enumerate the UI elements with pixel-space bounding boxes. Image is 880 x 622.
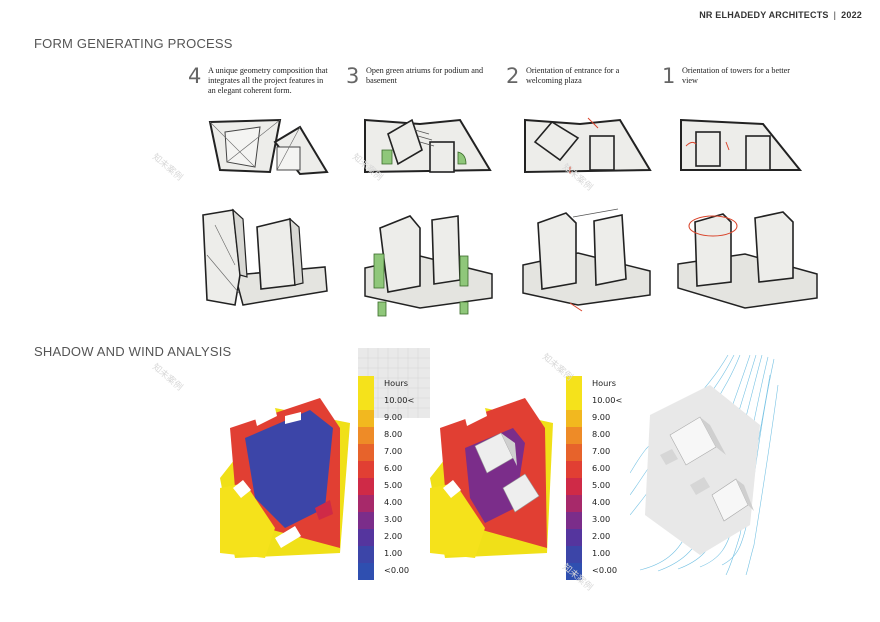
- massing-diagram-step-2: [522, 208, 651, 312]
- legend-swatch: [358, 427, 374, 444]
- massing-diagram-step-1: [677, 211, 818, 309]
- legend-swatch: [358, 393, 374, 410]
- legend-swatch: [358, 495, 374, 512]
- legend-swatch: [358, 478, 374, 495]
- watermark: 知未案例: [150, 152, 185, 184]
- watermark: 知未案例: [540, 352, 575, 384]
- legend-swatch: [358, 546, 374, 563]
- legend-label: 4.00: [384, 497, 403, 507]
- legend-label: 2.00: [592, 531, 611, 541]
- step-number: 1: [662, 64, 676, 88]
- step-text: Orientation of towers for a better view: [682, 66, 790, 85]
- legend-color-bar: [566, 376, 582, 580]
- legend-swatch: [358, 563, 374, 580]
- legend-label: 4.00: [592, 497, 611, 507]
- legend-swatch: [566, 563, 582, 580]
- step-text: Open green atriums for podium and baseme…: [366, 66, 484, 85]
- legend-label: 1.00: [384, 548, 403, 558]
- legend-swatch: [566, 410, 582, 427]
- legend-label: 8.00: [592, 429, 611, 439]
- legend-labels: Hours 10.00< 9.00 8.00 7.00 6.00 5.00 4.…: [384, 375, 414, 579]
- legend-label: 6.00: [384, 463, 403, 473]
- header-year: 2022: [841, 10, 862, 20]
- legend-swatch: [566, 478, 582, 495]
- legend-swatch: [358, 529, 374, 546]
- legend-swatch: [566, 393, 582, 410]
- legend-swatch: [566, 376, 582, 393]
- step-text: Orientation of entrance for a welcoming …: [526, 66, 620, 85]
- shadow-map-full: [220, 398, 350, 558]
- legend-swatch: [566, 461, 582, 478]
- legend-swatch: [358, 410, 374, 427]
- step-number: 2: [506, 64, 520, 88]
- legend-swatch: [566, 512, 582, 529]
- header-separator: |: [833, 10, 837, 20]
- section-title-analysis: SHADOW AND WIND ANALYSIS: [34, 344, 232, 359]
- legend-label: 3.00: [384, 514, 403, 524]
- legend-label: 7.00: [384, 446, 403, 456]
- legend-label: 5.00: [592, 480, 611, 490]
- legend-label: 10.00<: [592, 395, 623, 405]
- plan-diagram-step-2: [524, 117, 652, 174]
- legend-swatch: [566, 495, 582, 512]
- legend-label: 8.00: [384, 429, 403, 439]
- legend-swatch: [566, 427, 582, 444]
- legend-label: 2.00: [384, 531, 403, 541]
- legend-title: Hours: [592, 378, 616, 388]
- legend-swatch: [358, 376, 374, 393]
- watermark: 知未案例: [150, 362, 185, 394]
- legend-label: 1.00: [592, 548, 611, 558]
- legend-label: 3.00: [592, 514, 611, 524]
- legend-label: <0.00: [384, 565, 410, 575]
- plan-diagram-step-4: [208, 118, 329, 176]
- legend-swatch: [358, 444, 374, 461]
- step-number: 3: [346, 64, 360, 88]
- legend-label: 9.00: [592, 412, 611, 422]
- legend-label: 9.00: [384, 412, 403, 422]
- massing-diagram-step-4: [202, 208, 328, 306]
- legend-swatch: [358, 461, 374, 478]
- legend-title: Hours: [384, 378, 408, 388]
- legend-label: <0.00: [592, 565, 618, 575]
- legend-label: 7.00: [592, 446, 611, 456]
- header: NR ELHADEDY ARCHITECTS | 2022: [699, 10, 862, 20]
- plan-diagram-step-1: [680, 118, 803, 171]
- legend-label: 5.00: [384, 480, 403, 490]
- massing-diagram-step-3: [364, 215, 493, 317]
- legend-swatch: [566, 546, 582, 563]
- section-title-form: FORM GENERATING PROCESS: [34, 36, 233, 51]
- legend-swatch: [358, 512, 374, 529]
- plan-diagram-step-3: [364, 118, 492, 174]
- step-number: 4: [188, 64, 202, 88]
- firm-name: NR ELHADEDY ARCHITECTS: [699, 10, 829, 20]
- legend-swatch: [566, 529, 582, 546]
- legend-swatch: [566, 444, 582, 461]
- wind-analysis-diagram: [630, 355, 779, 575]
- legend-labels: Hours 10.00< 9.00 8.00 7.00 6.00 5.00 4.…: [592, 375, 622, 579]
- legend-color-bar: [358, 376, 374, 580]
- step-text: A unique geometry composition that integ…: [208, 66, 328, 95]
- shadow-map-with-massing: [430, 398, 553, 558]
- legend-label: 10.00<: [384, 395, 415, 405]
- legend-label: 6.00: [592, 463, 611, 473]
